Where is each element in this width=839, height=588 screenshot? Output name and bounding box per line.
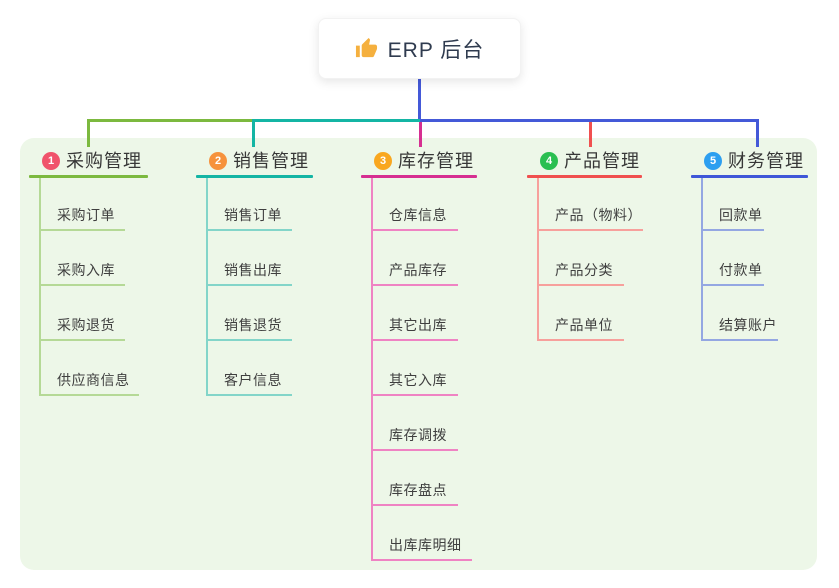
- branch-sales-badge: 2: [209, 152, 227, 170]
- node-product-category[interactable]: 产品分类: [538, 262, 624, 286]
- branch-purchase-underline: [29, 175, 148, 178]
- node-product-stock[interactable]: 产品库存: [372, 262, 458, 286]
- branch-inventory-badge: 3: [374, 152, 392, 170]
- branch-purchase-badge: 1: [42, 152, 60, 170]
- node-outbound-detail[interactable]: 出库库明细: [372, 537, 472, 561]
- node-settlement-account[interactable]: 结算账户: [702, 317, 778, 341]
- branch-finance-badge: 5: [704, 152, 722, 170]
- node-purchase-inbound[interactable]: 采购入库: [40, 262, 125, 286]
- root-node[interactable]: ERP 后台: [318, 18, 521, 79]
- node-other-outbound[interactable]: 其它出库: [372, 317, 458, 341]
- node-sales-outbound[interactable]: 销售出库: [207, 262, 292, 286]
- node-purchase-return[interactable]: 采购退货: [40, 317, 125, 341]
- connector-drop-product: [589, 122, 592, 147]
- node-customer-info[interactable]: 客户信息: [207, 372, 292, 396]
- branch-sales-underline: [196, 175, 313, 178]
- connector-drop-finance: [756, 119, 759, 147]
- connector-bus-teal: [252, 119, 423, 122]
- branch-sales-title[interactable]: 销售管理: [233, 151, 309, 171]
- node-purchase-order[interactable]: 采购订单: [40, 207, 125, 231]
- node-stock-count[interactable]: 库存盘点: [372, 482, 458, 506]
- branch-purchase-title[interactable]: 采购管理: [66, 151, 142, 171]
- connector-bus-blue: [420, 119, 759, 122]
- branch-product-badge: 4: [540, 152, 558, 170]
- branch-product-child-line: [537, 178, 539, 341]
- branch-purchase-child-line: [39, 178, 41, 396]
- connector-drop-inventory: [419, 122, 422, 147]
- connector-root-vertical: [418, 78, 421, 122]
- node-payment-order[interactable]: 付款单: [702, 262, 764, 286]
- connector-bus-green: [87, 119, 254, 122]
- branch-sales-child-line: [206, 178, 208, 396]
- branch-product-title[interactable]: 产品管理: [564, 151, 640, 171]
- thumbs-up-icon: [355, 37, 378, 60]
- node-product-material[interactable]: 产品（物料）: [538, 207, 643, 231]
- node-receipt-order[interactable]: 回款单: [702, 207, 764, 231]
- branch-finance-child-line: [701, 178, 703, 341]
- branch-inventory-underline: [361, 175, 477, 178]
- connector-drop-purchase: [87, 119, 90, 147]
- node-other-inbound[interactable]: 其它入库: [372, 372, 458, 396]
- branches-panel: [20, 138, 817, 570]
- node-stock-transfer[interactable]: 库存调拨: [372, 427, 458, 451]
- node-product-unit[interactable]: 产品单位: [538, 317, 624, 341]
- branch-product-underline: [527, 175, 642, 178]
- node-sales-order[interactable]: 销售订单: [207, 207, 292, 231]
- connector-drop-sales: [252, 119, 255, 147]
- root-node-label: ERP 后台: [387, 38, 485, 62]
- node-supplier-info[interactable]: 供应商信息: [40, 372, 139, 396]
- branch-finance-title[interactable]: 财务管理: [728, 151, 804, 171]
- branch-inventory-title[interactable]: 库存管理: [398, 151, 474, 171]
- node-warehouse-info[interactable]: 仓库信息: [372, 207, 458, 231]
- branch-inventory-child-line: [371, 178, 373, 561]
- node-sales-return[interactable]: 销售退货: [207, 317, 292, 341]
- branch-finance-underline: [691, 175, 808, 178]
